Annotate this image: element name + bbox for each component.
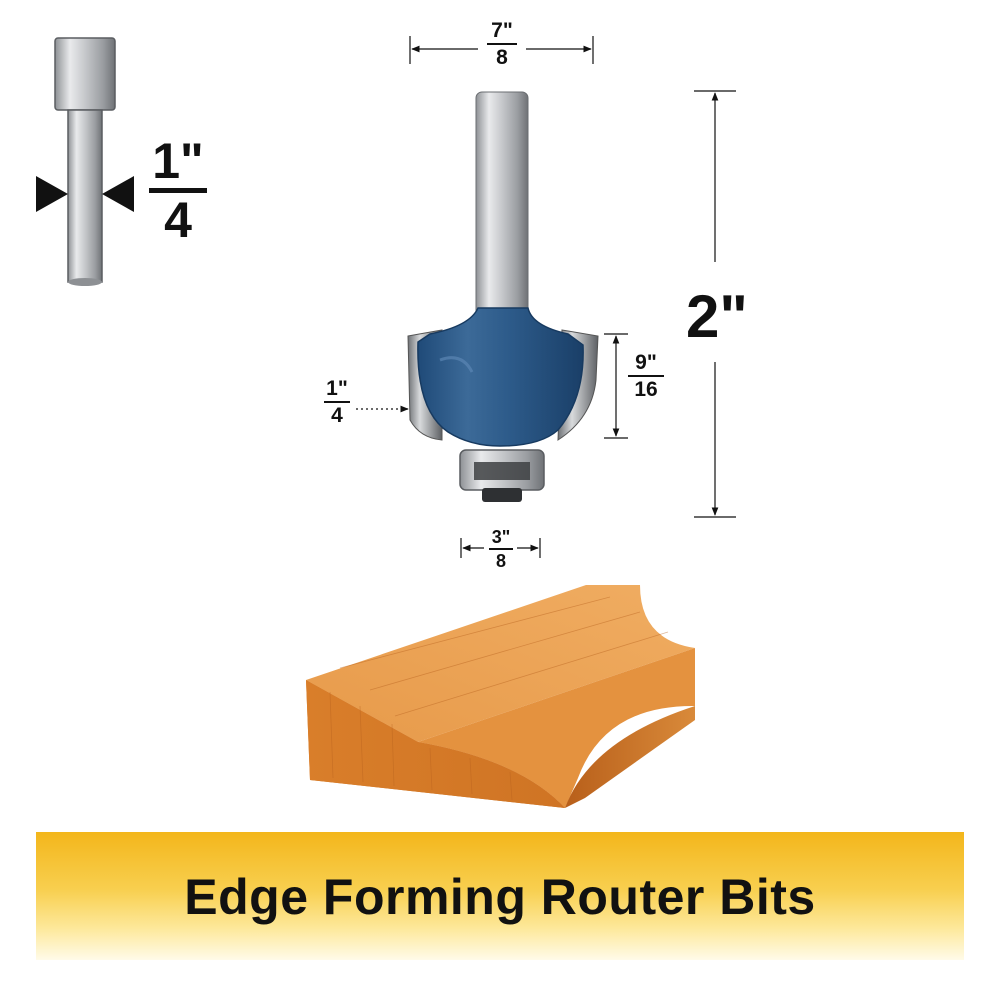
cutter-diameter-dimension	[409, 36, 594, 64]
radius-numerator: 1"	[326, 377, 348, 400]
fraction-bar	[489, 548, 513, 550]
shank-diameter-denominator: 4	[164, 192, 192, 248]
cutter-diameter-numerator: 7"	[491, 19, 513, 42]
title-banner: Edge Forming Router Bits	[36, 832, 964, 960]
banner-title: Edge Forming Router Bits	[184, 869, 816, 925]
shank-icon	[36, 37, 134, 286]
bearing-diameter-label: 3" 8	[482, 528, 520, 570]
cutting-length-dimension	[604, 333, 628, 439]
fraction-bar	[628, 375, 664, 377]
bearing-diameter-numerator: 3"	[491, 527, 511, 547]
router-bit-icon	[407, 91, 599, 502]
fraction-bar	[149, 188, 207, 193]
shank-diameter-numerator: 1"	[152, 133, 204, 189]
fraction-bar	[487, 43, 517, 45]
radius-label: 1" 4	[318, 378, 356, 426]
shank-diameter-label: 1" 4	[146, 136, 210, 245]
cutting-length-numerator: 9"	[635, 351, 657, 374]
overall-length-label: 2"	[686, 283, 748, 350]
radius-denominator: 4	[331, 404, 343, 427]
bearing-diameter-denominator: 8	[495, 551, 506, 571]
cutter-diameter-denominator: 8	[496, 46, 508, 69]
bearing-diameter-dimension	[460, 538, 541, 558]
fraction-bar	[324, 401, 350, 403]
overall-length-dimension	[694, 90, 736, 518]
cutting-length-label: 9" 16	[624, 352, 668, 400]
wood-workpiece-icon	[306, 585, 695, 808]
cutting-length-denominator: 16	[634, 378, 658, 401]
cutter-diameter-label: 7" 8	[482, 20, 522, 68]
